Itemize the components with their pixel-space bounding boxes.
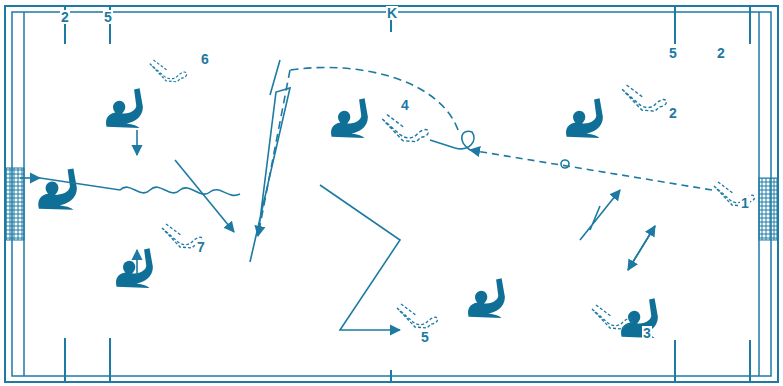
mark-letter: K bbox=[386, 6, 398, 20]
mark-number: 5 bbox=[103, 10, 113, 24]
movement-lines bbox=[20, 60, 712, 330]
player-number: 4 bbox=[400, 98, 410, 112]
mark-number: 2 bbox=[716, 46, 726, 60]
player-number: 1 bbox=[740, 196, 750, 210]
goal bbox=[759, 178, 777, 240]
pool-lines bbox=[5, 6, 778, 382]
defenders bbox=[38, 88, 658, 338]
mark-number: 5 bbox=[668, 46, 678, 60]
attackers bbox=[150, 60, 755, 329]
player-number: 6 bbox=[200, 52, 210, 66]
player-number: 3 bbox=[642, 326, 652, 340]
player-number: 5 bbox=[420, 330, 430, 344]
mark-number: 2 bbox=[60, 10, 70, 24]
player-number: 7 bbox=[196, 240, 206, 254]
player-number: 2 bbox=[668, 106, 678, 120]
